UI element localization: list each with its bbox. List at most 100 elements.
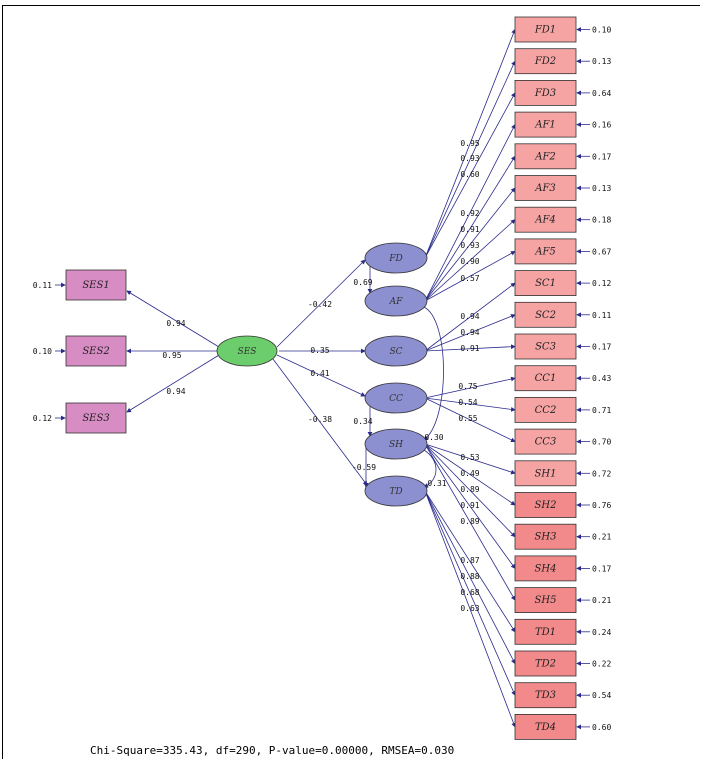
error-value-sc3: 0.17	[592, 343, 611, 352]
error-value-sh4: 0.17	[592, 564, 611, 573]
path-label-cc-sh: 0.34	[353, 417, 372, 426]
latent-ses	[216, 335, 278, 367]
loading-arrow-sh3	[424, 443, 516, 538]
indicator-box-sh5	[514, 587, 577, 613]
indicator-box-sh3	[514, 523, 577, 550]
path-ses-cc	[276, 354, 366, 397]
indicator-label-cc1: CC1	[535, 373, 557, 384]
indicator-box-td2	[514, 650, 577, 677]
loading-arrow-sh1	[424, 443, 516, 475]
path-label-ses-cc: 0.41	[310, 369, 329, 378]
indicator-label-af1: AF1	[534, 120, 556, 131]
latent-label-fd: FD	[388, 254, 402, 264]
error-value-fd2: 0.13	[592, 57, 611, 66]
loading-value-td3: 0.68	[460, 588, 479, 597]
error-value-ses3: 0.12	[33, 414, 52, 423]
indicator-box-fd2	[514, 48, 577, 75]
loading-arrow-cc2	[424, 397, 516, 412]
indicator-label-ses1: SES1	[82, 280, 109, 291]
loading-value-af2: 0.91	[460, 225, 479, 234]
indicator-box-sh4	[514, 555, 577, 582]
indicator-box-td1	[514, 618, 577, 645]
loading-arrow-cc1	[424, 376, 516, 399]
loading-arrow-td2	[424, 490, 516, 665]
error-value-td4: 0.60	[592, 723, 611, 732]
error-value-af4: 0.18	[592, 216, 611, 225]
loading-value-fd3: 0.60	[460, 170, 479, 179]
indicator-box-sh2	[514, 492, 577, 518]
loading-value-ses1: 0.94	[166, 319, 185, 328]
error-value-td3: 0.54	[592, 691, 611, 700]
path-label-ses-fd: -0.42	[308, 300, 332, 309]
path-label-sh-td-right: 0.31	[427, 479, 446, 488]
indicator-box-fd1	[514, 16, 577, 43]
loading-arrow-td3	[424, 490, 516, 696]
indicator-label-td2: TD2	[535, 659, 556, 670]
loading-value-sc3: 0.91	[460, 344, 479, 353]
loading-arrow-sc1	[424, 282, 516, 352]
path-label-sh-td-left: -0.59	[352, 463, 376, 472]
loading-arrow-fd1	[424, 28, 516, 259]
loading-arrow-af4	[424, 219, 516, 302]
error-value-td2: 0.22	[592, 660, 611, 669]
loading-value-af3: 0.93	[460, 241, 479, 250]
latent-label-af: AF	[389, 297, 403, 307]
indicator-label-sc2: SC2	[535, 310, 556, 321]
error-value-fd1: 0.10	[592, 26, 611, 35]
indicator-box-ses1	[65, 269, 127, 301]
loading-value-cc3: 0.55	[458, 414, 477, 423]
loading-value-sh3: 0.89	[460, 485, 479, 494]
loading-value-af4: 0.90	[460, 257, 479, 266]
loading-value-sc1: 0.94	[460, 312, 479, 321]
path-label-fd-af: 0.69	[353, 278, 372, 287]
loading-value-sh5: 0.89	[460, 517, 479, 526]
latent-label-sh: SH	[389, 440, 403, 450]
loading-arrow-sh4	[424, 443, 516, 570]
indicator-box-af1	[514, 111, 577, 138]
error-value-fd3: 0.64	[592, 89, 611, 98]
loading-value-td1: 0.87	[460, 556, 479, 565]
latent-sh	[364, 428, 428, 460]
indicator-label-sc3: SC3	[535, 342, 556, 353]
loading-value-fd1: 0.95	[460, 139, 479, 148]
loading-value-sh1: 0.53	[460, 453, 479, 462]
indicator-label-cc2: CC2	[535, 405, 557, 416]
loading-value-ses3: 0.94	[166, 387, 185, 396]
indicator-label-af4: AF4	[534, 215, 556, 226]
latent-af	[364, 285, 428, 317]
indicator-box-ses3	[65, 402, 127, 434]
path-ses-td	[272, 358, 368, 486]
path-label-ses-td: -0.38	[308, 415, 332, 424]
indicator-label-sh2: SH2	[535, 500, 557, 511]
indicator-box-sh1	[514, 460, 577, 487]
indicator-label-ses2: SES2	[82, 346, 109, 357]
indicator-label-td4: TD4	[535, 722, 556, 733]
loading-value-sc2: 0.94	[460, 328, 479, 337]
indicator-label-sc1: SC1	[535, 278, 556, 289]
loading-arrow-sh5	[424, 443, 516, 601]
indicator-label-sh1: SH1	[535, 468, 557, 479]
latent-label-sc: SC	[389, 347, 402, 357]
error-value-ses2: 0.10	[33, 347, 52, 356]
loading-arrow-sh2	[424, 443, 516, 506]
indicator-box-sc2	[514, 301, 577, 328]
indicator-box-ses2	[65, 335, 127, 367]
loading-arrow-fd3	[424, 92, 516, 259]
error-value-td1: 0.24	[592, 628, 611, 637]
error-value-sc1: 0.12	[592, 279, 611, 288]
indicator-label-af3: AF3	[534, 183, 556, 194]
loading-value-cc1: 0.75	[458, 382, 477, 391]
indicator-box-sc3	[514, 333, 577, 360]
latent-cc	[364, 382, 428, 414]
indicator-label-td1: TD1	[535, 627, 556, 638]
indicator-box-sc1	[514, 270, 577, 297]
error-value-af1: 0.16	[592, 121, 611, 130]
latent-sc	[364, 335, 428, 367]
loading-arrow-sc2	[424, 314, 516, 352]
indicator-label-fd1: FD1	[534, 25, 556, 36]
path-af-sh	[423, 306, 444, 441]
error-value-cc3: 0.70	[592, 438, 611, 447]
indicator-label-sh3: SH3	[535, 532, 557, 543]
error-value-sh2: 0.76	[592, 501, 611, 510]
